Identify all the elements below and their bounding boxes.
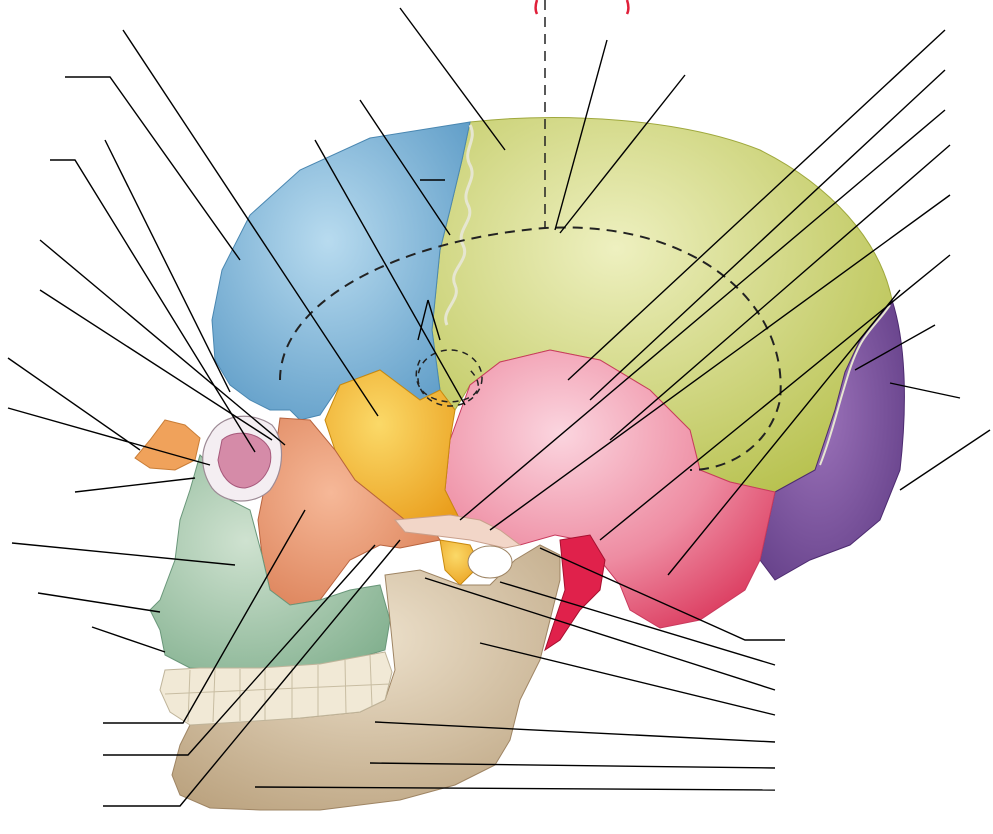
external-acoustic-meatus [468,546,512,578]
nasal-bone [135,420,200,470]
frontal-bone [212,122,470,420]
leader-line [8,358,140,450]
title-bracket-right [627,0,629,14]
leader-line [105,140,230,392]
leader-line [92,627,165,652]
leader-line [75,478,195,492]
title-bracket-left [536,0,538,14]
leader-line [900,430,990,490]
leader-line [38,593,160,612]
